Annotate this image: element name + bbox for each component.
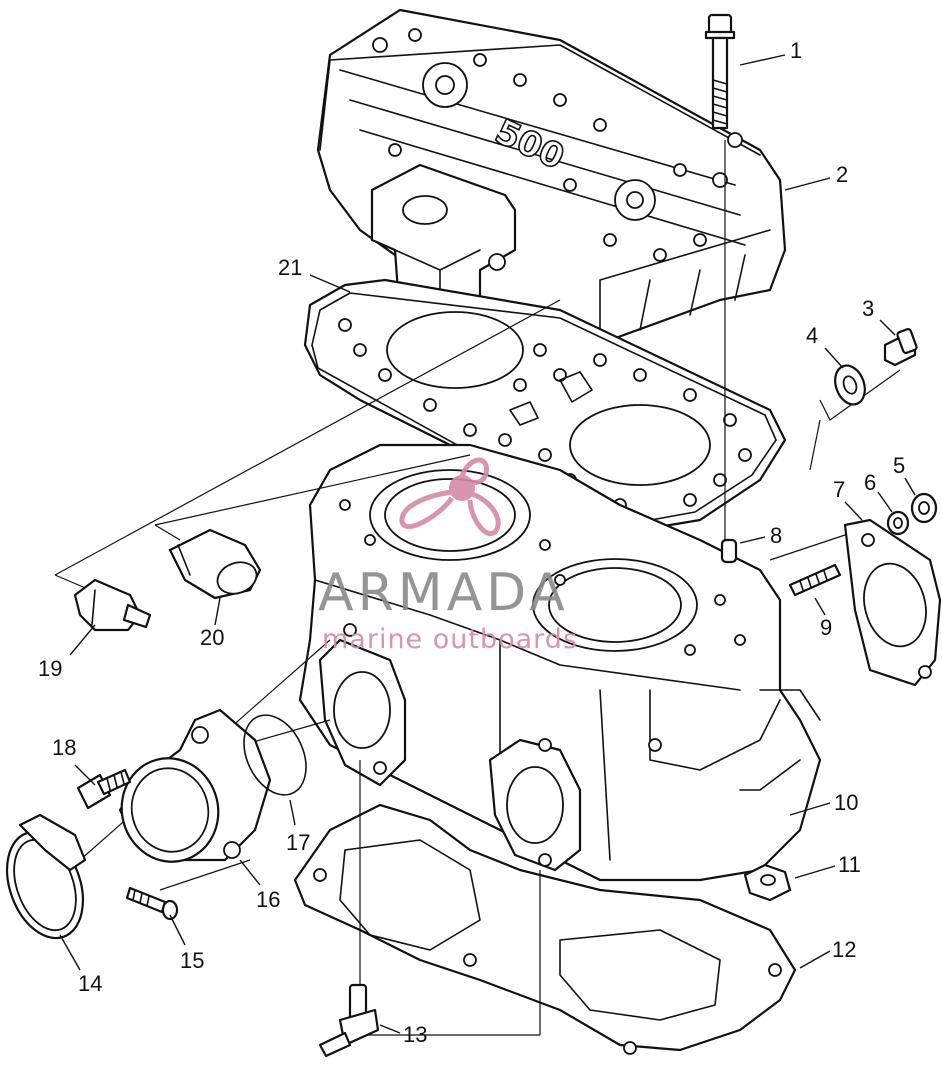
callout-16: 16 [256, 887, 280, 912]
callout-18: 18 [52, 735, 76, 760]
callouts: 1 2 3 4 5 6 7 8 9 10 11 12 13 14 15 16 1… [38, 38, 905, 1047]
exhaust-stud [788, 563, 842, 597]
cylinder-block [298, 443, 822, 882]
armada-watermark: ARMADA marine outboards [318, 457, 578, 655]
propeller-logo-icon [399, 457, 501, 536]
adapter-screw [76, 768, 132, 810]
clamp-screw [125, 886, 179, 921]
clamp [6, 813, 87, 940]
callout-17: 17 [286, 830, 310, 855]
callout-6: 6 [864, 470, 876, 495]
water-fitting [318, 983, 380, 1058]
callout-2: 2 [836, 162, 848, 187]
cap-nut [910, 492, 938, 524]
lock-washer [886, 510, 910, 536]
callout-21: 21 [278, 255, 302, 280]
callout-8: 8 [770, 523, 782, 548]
callout-9: 9 [820, 615, 832, 640]
callout-1: 1 [790, 38, 802, 63]
base-gasket [293, 803, 797, 1055]
callout-5: 5 [893, 453, 905, 478]
head-bolt [704, 13, 736, 130]
thermostat [168, 528, 262, 600]
sealing-washer [834, 364, 866, 406]
callout-11: 11 [838, 852, 861, 877]
callout-19: 19 [38, 656, 62, 681]
callout-10: 10 [834, 790, 858, 815]
watermark-tagline: marine outboards [322, 624, 578, 655]
watermark-brand: ARMADA [318, 563, 569, 623]
intake-boot [118, 708, 272, 863]
callout-7: 7 [833, 477, 845, 502]
leader-lines [59, 54, 916, 1034]
dowel-pin [720, 538, 738, 564]
callout-12: 12 [832, 937, 856, 962]
plug-screw [883, 328, 918, 367]
exhaust-gasket [843, 518, 942, 687]
flange-nut [743, 863, 792, 902]
o-ring [243, 714, 307, 796]
cylinder-head: 500 [316, 8, 787, 347]
callout-15: 15 [180, 948, 204, 973]
callout-13: 13 [403, 1022, 427, 1047]
callout-14: 14 [78, 971, 102, 996]
callout-20: 20 [200, 625, 224, 650]
callout-3: 3 [862, 296, 874, 321]
temperature-sensor [73, 578, 152, 632]
callout-4: 4 [806, 323, 818, 348]
assembly-guide-lines [54, 140, 901, 1036]
